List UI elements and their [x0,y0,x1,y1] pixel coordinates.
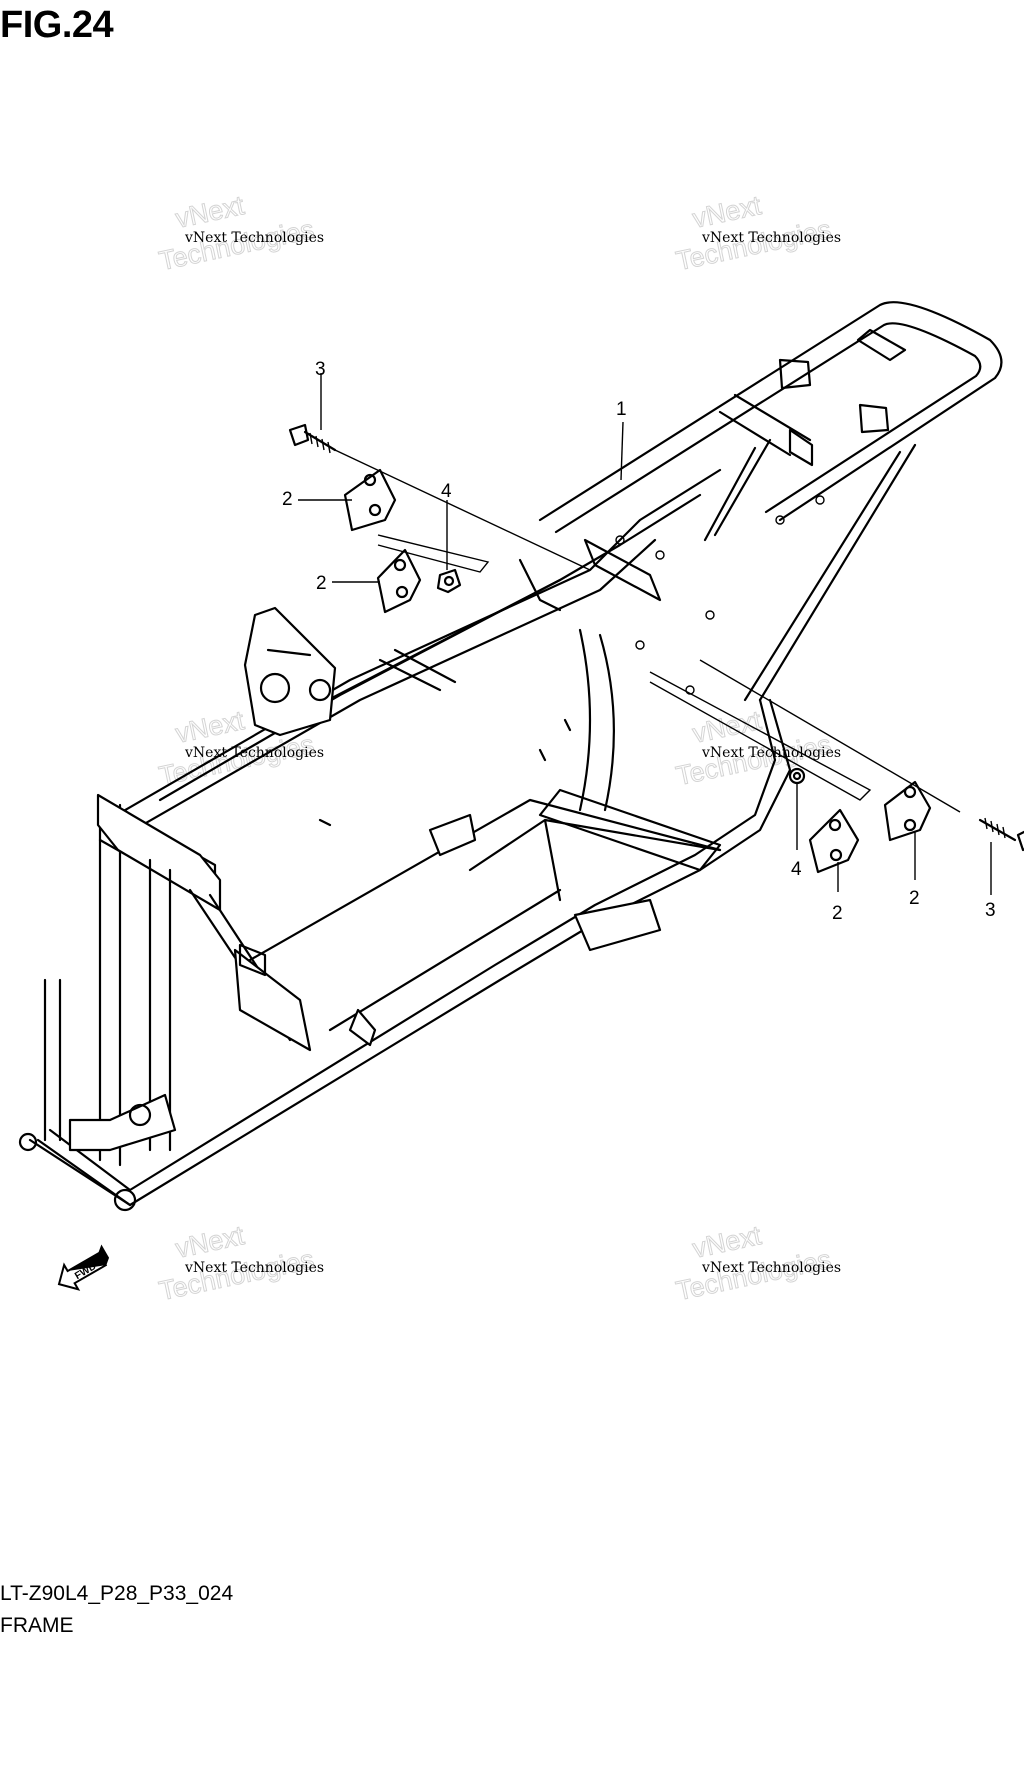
watermark-text-6: vNext Technologies [701,1260,841,1276]
callout-4-left: 4 [441,481,452,502]
watermark-5: vNext Technologies [156,1220,317,1307]
figure-code: LT-Z90L4_P28_P33_024 [0,1582,234,1605]
nut-left [436,568,462,594]
fwd-label: FWD [73,1261,98,1282]
figure-name: FRAME [0,1614,74,1637]
watermark-1: vNext Technologies [156,190,317,277]
svg-text:vNext: vNext [173,190,247,234]
bolt-axis-left-lower [377,534,490,573]
fwd-arrow-icon: FWD [57,1244,110,1291]
watermark-text-5: vNext Technologies [184,1260,324,1276]
bolt-axis-left [334,449,591,571]
frame-assembly [18,301,1003,1212]
callout-2-right-inner: 2 [832,903,843,924]
callout-3-right: 3 [985,900,996,921]
bolt-axis-right-lower [649,671,872,801]
svg-text:vNext: vNext [690,1220,764,1264]
svg-text:vNext: vNext [173,705,247,749]
callout-2-left-lower: 2 [316,573,327,594]
callout-1: 1 [616,399,627,420]
watermark-2: vNext Technologies [673,190,834,277]
watermark-6: vNext Technologies [673,1220,834,1307]
bracket-right-inner [808,808,860,874]
bracket-left-lower [376,548,422,614]
leader-lines [298,373,992,895]
nut-right [788,767,806,785]
bracket-left-upper [343,468,397,532]
bracket-right-outer [883,780,932,842]
bolt-left [288,423,337,454]
bolt-right [978,817,1024,852]
watermark-text-1: vNext Technologies [184,230,324,246]
figure-title: FIG.24 [0,4,114,46]
callout-2-right-outer: 2 [909,888,920,909]
svg-text:vNext: vNext [690,190,764,234]
watermark-text-2: vNext Technologies [701,230,841,246]
callout-3-left: 3 [315,359,326,380]
callout-2-left-upper: 2 [282,489,293,510]
callout-4-right: 4 [791,859,802,880]
svg-text:vNext: vNext [173,1220,247,1264]
watermark-text-4: vNext Technologies [701,745,841,761]
watermark-text-3: vNext Technologies [184,745,324,761]
bolt-axis-right [699,659,961,813]
watermark-4: vNext Technologies [673,705,834,792]
